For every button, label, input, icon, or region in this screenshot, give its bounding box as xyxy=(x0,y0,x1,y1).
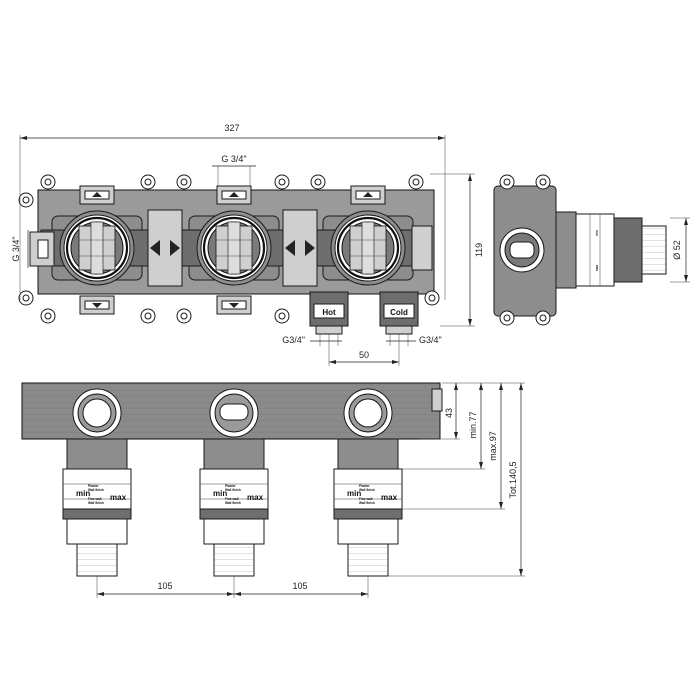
cartridge1-plaster3: Fine wall xyxy=(88,497,102,501)
cartridge1-plaster2: Wall finish xyxy=(88,488,104,492)
side-max-label: max xyxy=(595,265,599,272)
dim-top-inlet-thread: G 3/4" xyxy=(221,154,246,164)
dim-depth-min: min.77 xyxy=(468,411,478,438)
dim-spacing-right: 105 xyxy=(292,581,307,591)
cartridge3-plaster4: Wall finish xyxy=(359,501,375,505)
dim-depth-max: max.97 xyxy=(488,431,498,461)
top-view: Hot Cold xyxy=(18,174,440,335)
side-min-label: min xyxy=(595,230,599,236)
cartridge3-plaster1: Plaster xyxy=(359,484,370,488)
front-view: min max Plaster Wall finish Fine wall Wa… xyxy=(21,382,443,577)
dim-overall-width: 327 xyxy=(224,123,239,133)
cartridge2-plaster3: Fine wall xyxy=(225,497,239,501)
cartridge3-plaster2: Wall finish xyxy=(359,488,375,492)
cartridge1-max: max xyxy=(110,493,127,502)
cartridge3-max: max xyxy=(381,493,398,502)
dim-left-outlet-thread: G3/4" xyxy=(282,335,305,345)
cartridge1-plaster4: Wall finish xyxy=(88,501,104,505)
dim-depth-43: 43 xyxy=(444,408,454,418)
hot-label: Hot xyxy=(322,308,336,317)
cartridge2-plaster2: Wall finish xyxy=(225,488,241,492)
front-view-dimensions: 43 min.77 max.97 Tot.140,5 105 105 xyxy=(96,382,525,598)
cartridge3-min: min xyxy=(347,489,361,498)
dim-right-outlet-thread: G3/4" xyxy=(419,335,442,345)
top-view-dimensions: 327 G 3/4" G 3/4" 119 G3/4" G3/4" 50 xyxy=(11,123,484,366)
cold-label: Cold xyxy=(390,308,408,317)
cartridge2-min: min xyxy=(213,489,227,498)
dim-spacing-left: 105 xyxy=(157,581,172,591)
cartridge2-plaster4: Wall finish xyxy=(225,501,241,505)
dim-height-119: 119 xyxy=(474,243,484,257)
side-view-dimensions: Ø 52 xyxy=(670,217,690,283)
dim-diameter: Ø 52 xyxy=(672,240,682,260)
cartridge1-plaster1: Plaster xyxy=(88,484,99,488)
side-view: min max xyxy=(493,174,667,326)
dim-depth-total: Tot.140,5 xyxy=(508,461,518,498)
dim-inlet-spacing: 50 xyxy=(359,350,369,360)
dim-side-inlet-thread: G 3/4" xyxy=(11,236,21,261)
cartridge2-max: max xyxy=(247,493,264,502)
cartridge3-plaster3: Fine wall xyxy=(359,497,373,501)
cartridge1-min: min xyxy=(76,489,90,498)
cartridge2-plaster1: Plaster xyxy=(225,484,236,488)
